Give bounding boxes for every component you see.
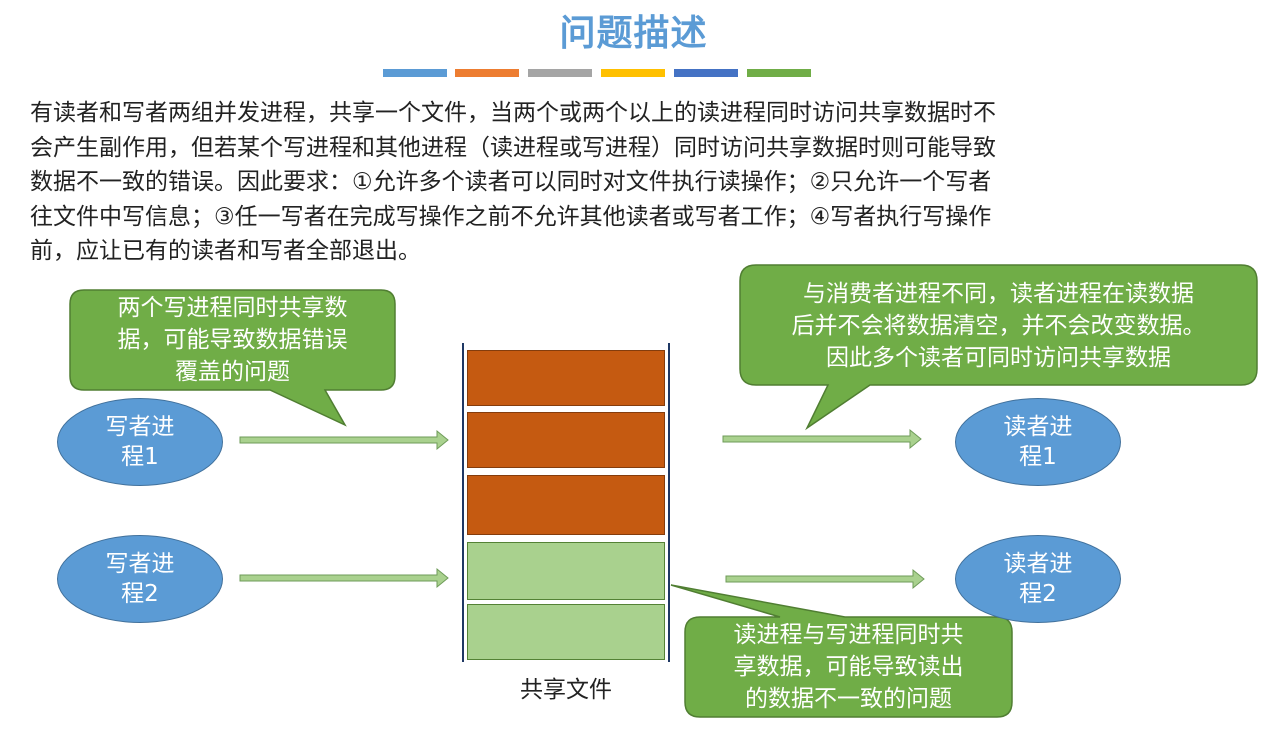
color-bar-segment-5 <box>674 69 738 77</box>
description-line: 会产生副作用，但若某个写进程和其他进程（读进程或写进程）同时访问共享数据时则可能… <box>30 134 996 161</box>
color-bar-segment-4 <box>601 69 665 77</box>
color-bar-segment-1 <box>383 69 447 77</box>
color-bar-segment-6 <box>747 69 811 77</box>
description-line: 往文件中写信息；③任一写者在完成写操作之前不允许其他读者或写者工作；④写者执行写… <box>30 203 992 230</box>
description-line: 有读者和写者两组并发进程，共享一个文件，当两个或两个以上的读进程同时访问共享数据… <box>30 100 996 126</box>
file-block-used <box>467 412 665 468</box>
shared-file-stack <box>462 343 670 662</box>
color-bar-segment-2 <box>455 69 519 77</box>
callout-line: 据，可能导致数据错误 <box>117 327 348 353</box>
description-line: 数据不一致的错误。因此要求：①允许多个读者可以同时对文件执行读操作；②只允许一个… <box>30 169 992 195</box>
arrow-file-to-reader2 <box>725 568 925 590</box>
arrow-file-to-reader1 <box>722 428 922 450</box>
page-title: 问题描述 <box>559 13 708 54</box>
callout-writer-conflict-shape <box>69 289 396 427</box>
file-block-free <box>467 542 665 600</box>
description-line: 前，应让已有的读者和写者全部退出。 <box>30 238 421 264</box>
callout-line: 因此多个读者可同时访问共享数据 <box>826 345 1171 371</box>
callout-reader-note: 与消费者进程不同，读者进程在读数据 后并不会将数据清空，并不会改变数据。 因此多… <box>740 278 1257 374</box>
callout-read-write-conflict: 读进程与写进程同时共 享数据，可能导致读出 的数据不一致的问题 <box>685 619 1012 715</box>
callout-line: 两个写进程同时共享数 <box>117 295 348 321</box>
callout-writer-conflict: 两个写进程同时共享数 据，可能导致数据错误 覆盖的问题 <box>70 292 395 388</box>
arrow-writer1-to-file <box>239 429 449 451</box>
writer-process-2: 写者进程2 <box>57 535 223 623</box>
writer-process-1: 写者进程1 <box>57 398 223 486</box>
arrow-writer2-to-file <box>239 567 449 589</box>
callout-line: 与消费者进程不同，读者进程在读数据 <box>803 281 1194 307</box>
file-block-used <box>467 475 665 535</box>
file-block-free <box>467 604 665 660</box>
color-bar-segment-3 <box>528 69 592 77</box>
callout-line: 读进程与写进程同时共 <box>733 622 964 648</box>
callout-line: 享数据，可能导致读出 <box>733 654 964 680</box>
callout-line: 后并不会将数据清空，并不会改变数据。 <box>791 313 1206 339</box>
callout-line: 覆盖的问题 <box>175 359 290 385</box>
problem-description: 有读者和写者两组并发进程，共享一个文件，当两个或两个以上的读进程同时访问共享数据… <box>30 96 1180 269</box>
reader-process-1: 读者进程1 <box>955 398 1121 486</box>
file-block-used <box>467 350 665 406</box>
shared-file-label: 共享文件 <box>520 677 612 703</box>
callout-reader-note-shape <box>739 264 1258 431</box>
callout-line: 的数据不一致的问题 <box>745 686 952 712</box>
reader-process-2: 读者进程2 <box>955 535 1121 623</box>
